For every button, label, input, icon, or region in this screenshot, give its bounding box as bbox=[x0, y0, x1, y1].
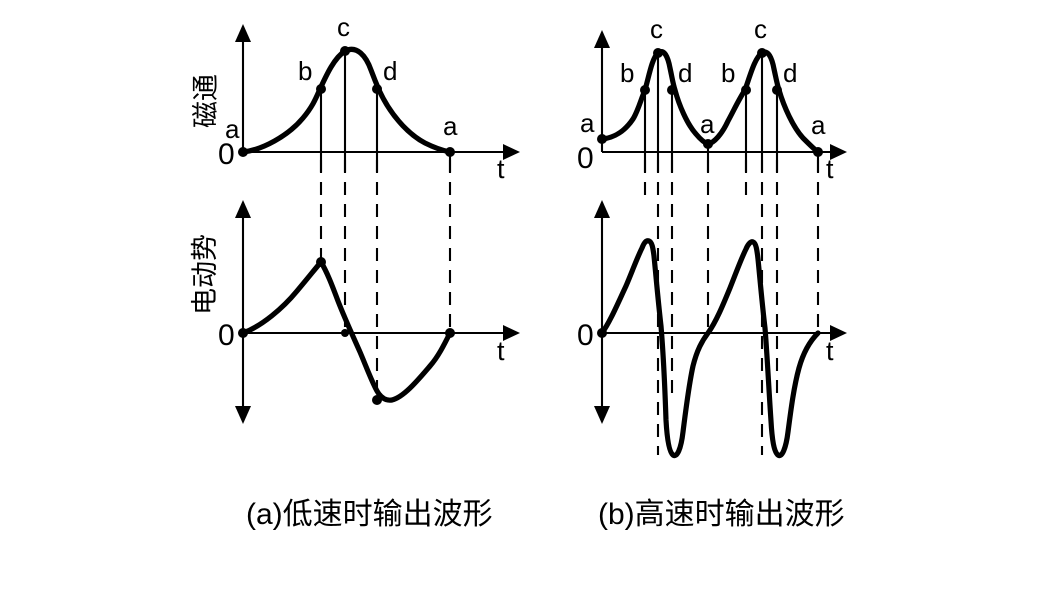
flux-x-axis-label: t bbox=[497, 154, 505, 184]
y-axis-arrow-up-icon bbox=[594, 200, 610, 218]
y-axis-arrow-down-icon bbox=[235, 406, 251, 424]
flux-label-a-end: a bbox=[811, 110, 826, 140]
flux-label-d-2: d bbox=[783, 58, 797, 88]
emf-point-origin bbox=[597, 328, 607, 338]
flux-curve-low-speed bbox=[240, 46, 453, 155]
x-axis-arrow-icon bbox=[830, 144, 847, 160]
emf-x-axis-label: t bbox=[826, 336, 834, 366]
chart-emf-low-speed: 0 t 电动势 bbox=[190, 200, 520, 424]
panel-a: a b c d a 0 t 磁通 bbox=[190, 12, 520, 531]
emf-curve-high-speed bbox=[599, 238, 821, 459]
emf-point-origin bbox=[238, 328, 248, 338]
emf-origin-label: 0 bbox=[218, 319, 235, 352]
flux-point-a-start bbox=[597, 134, 607, 144]
panel-a-caption: (a)低速时输出波形 bbox=[246, 498, 493, 531]
connector-dashes-panel-b bbox=[643, 160, 820, 455]
y-axis-arrow-up-icon bbox=[235, 200, 251, 218]
flux-label-b-1: b bbox=[620, 58, 634, 88]
flux-label-c-2: c bbox=[754, 14, 767, 44]
flux-label-a-mid: a bbox=[700, 109, 715, 139]
flux-label-d-1: d bbox=[678, 58, 692, 88]
flux-label-b-2: b bbox=[721, 58, 735, 88]
y-axis-arrow-down-icon bbox=[594, 406, 610, 424]
emf-point-trough bbox=[372, 395, 382, 405]
flux-label-b: b bbox=[298, 56, 312, 86]
flux-origin-label: 0 bbox=[577, 142, 594, 175]
flux-point-a-start bbox=[238, 147, 248, 157]
flux-x-axis-label: t bbox=[826, 154, 834, 184]
flux-label-d: d bbox=[383, 56, 397, 86]
chart-flux-low-speed: a b c d a 0 t 磁通 bbox=[191, 12, 520, 184]
chart-emf-high-speed: 0 t bbox=[577, 200, 847, 459]
flux-label-c: c bbox=[337, 12, 350, 42]
emf-curve-low-speed bbox=[240, 259, 453, 403]
panel-b: a b c d a b c d a 0 t bbox=[577, 14, 847, 531]
y-axis-arrow-icon bbox=[235, 24, 251, 42]
flux-label-a-end: a bbox=[443, 111, 458, 141]
emf-point-return-zero bbox=[445, 328, 455, 338]
flux-label-c-1: c bbox=[650, 14, 663, 44]
flux-label-a-start: a bbox=[225, 114, 240, 144]
flux-origin-label: 0 bbox=[218, 138, 235, 171]
y-axis-arrow-icon bbox=[594, 30, 610, 48]
flux-label-a-start: a bbox=[580, 108, 595, 138]
emf-point-zero-crossing bbox=[341, 329, 349, 337]
x-axis-arrow-icon bbox=[503, 325, 520, 341]
emf-origin-label: 0 bbox=[577, 319, 594, 352]
flux-y-axis-label: 磁通 bbox=[191, 74, 221, 128]
panel-b-caption: (b)高速时输出波形 bbox=[598, 498, 845, 531]
chart-flux-high-speed: a b c d a b c d a 0 t bbox=[577, 14, 847, 184]
emf-x-axis-label: t bbox=[497, 336, 505, 366]
connector-dashes-panel-a bbox=[319, 160, 452, 400]
x-axis-arrow-icon bbox=[830, 325, 847, 341]
emf-y-axis-label: 电动势 bbox=[190, 234, 220, 315]
x-axis-arrow-icon bbox=[503, 144, 520, 160]
emf-point-peak bbox=[316, 257, 326, 267]
